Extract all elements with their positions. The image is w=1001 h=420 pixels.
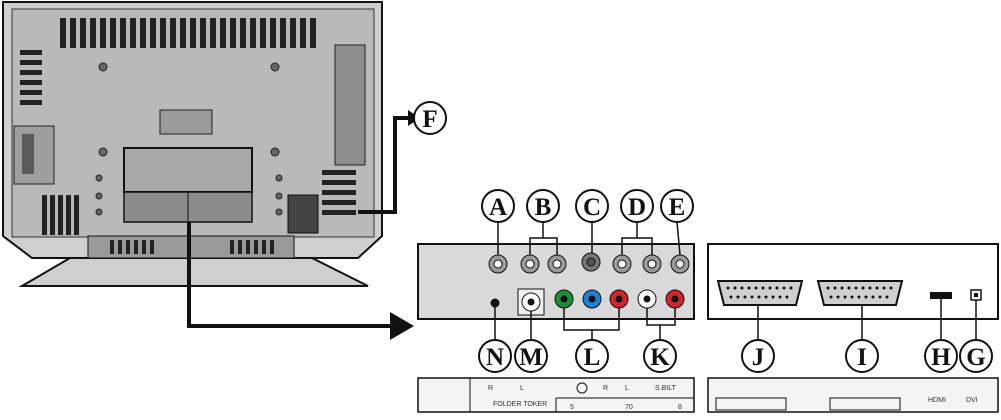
central-terminal-box <box>123 147 253 193</box>
label-plate <box>159 109 213 135</box>
callout-n: N <box>486 344 504 371</box>
callout-l: L <box>584 344 601 371</box>
strip-left-mark-1: R <box>488 385 493 392</box>
strip-left-num-1: 5 <box>570 404 574 411</box>
bottom-strip-left: R L R L S.BILT FOLDER TOKER 5 70 8 <box>417 377 695 413</box>
scart-j <box>716 280 804 306</box>
callout-c: C <box>583 194 601 221</box>
scart-i <box>816 280 904 306</box>
strip-left-num-3: 8 <box>678 404 682 411</box>
screws <box>95 62 283 216</box>
callout-h: H <box>931 344 951 371</box>
vent-slots-top <box>60 18 316 48</box>
strip-left-num-2: 70 <box>625 404 633 411</box>
strip-left-mark-3: R <box>603 385 608 392</box>
tv-back-illustration <box>2 1 383 287</box>
port-h <box>930 292 952 299</box>
callout-b: B <box>535 194 552 221</box>
strip-right-mark-2: DVI <box>966 397 978 404</box>
callout-m: M <box>519 344 543 371</box>
strip-right-mark: HDMI <box>928 397 946 404</box>
callout-d: D <box>628 194 646 221</box>
callout-f: F <box>422 106 437 133</box>
right-connector-block <box>287 194 319 234</box>
callout-labels <box>413 101 993 373</box>
strip-left-mark-5: S.BILT <box>655 385 677 392</box>
left-connector-panel <box>417 243 695 320</box>
jack-n <box>490 298 500 308</box>
strip-left-bottom-label: FOLDER TOKER <box>493 401 547 408</box>
callout-a: A <box>489 194 507 221</box>
tv-stand <box>18 257 369 287</box>
callout-k: K <box>650 344 670 371</box>
callout-e: E <box>669 194 686 221</box>
leader-lines <box>494 221 977 340</box>
callout-j: J <box>752 344 765 371</box>
right-connector-panel <box>707 243 999 320</box>
arrowhead-panel <box>390 312 414 340</box>
bottom-strip-right: HDMI DVI <box>707 377 999 413</box>
callout-i: I <box>857 344 867 371</box>
pointer-arrow-panel <box>187 222 394 328</box>
strip-left-mark-2: L <box>520 385 524 392</box>
right-recess <box>334 44 366 166</box>
callout-letters: F A B C D E N M L K J I H G <box>422 106 985 371</box>
strip-left-mark-4: L <box>625 385 629 392</box>
pointer-arrow-f <box>358 116 408 214</box>
callout-g: G <box>966 344 985 371</box>
vent-slots-bottom-left <box>42 195 79 235</box>
top-row-jacks <box>488 252 690 274</box>
vent-slots-right <box>322 170 356 215</box>
vent-slots-left <box>20 50 42 105</box>
